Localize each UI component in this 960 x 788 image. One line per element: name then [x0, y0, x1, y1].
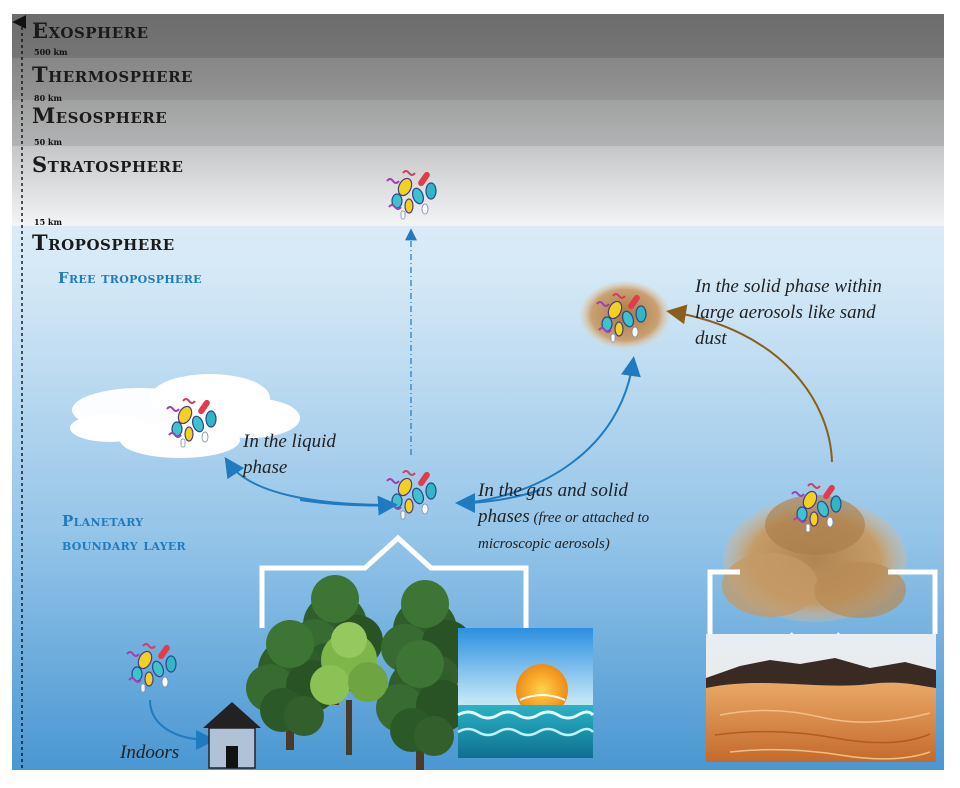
desert-photo [706, 634, 936, 762]
liquid-line2: phase [243, 457, 288, 478]
gas-line2-note: (free or attached to [529, 510, 650, 526]
desert-callout [707, 569, 938, 634]
altitude-15-label: 15 km [34, 217, 62, 227]
dust-uplift-arrow [666, 304, 833, 463]
vegetation-callout [259, 534, 529, 628]
thermosphere-label: Thermosphere [32, 62, 193, 87]
light-tree [310, 622, 388, 755]
thermosphere-band [12, 58, 944, 100]
gas-to-solid-arrow [464, 356, 641, 504]
house [203, 702, 261, 769]
gas-to-solid-arrow-back [455, 489, 541, 513]
gas-solid-phase-label: In the gas and solid phases (free or att… [478, 478, 649, 557]
solid-line1: In the solid phase within [695, 276, 882, 297]
solid-line3: dust [695, 328, 727, 349]
free-troposphere-label: Free troposphere [58, 269, 202, 287]
gas-line3: microscopic aerosols) [478, 536, 610, 552]
gas-line1: In the gas and solid [478, 480, 628, 501]
solid-phase-label: In the solid phase within large aerosols… [695, 274, 882, 352]
altitude-500-label: 500 km [34, 47, 68, 57]
mesosphere-band [12, 100, 944, 146]
planetary-boundary-layer-label: Planetary boundary layer [62, 509, 186, 557]
troposphere-label: Troposphere [32, 230, 175, 255]
exosphere-band [12, 14, 944, 58]
indoors-arrow [149, 699, 216, 750]
gas-line2: phases (free or attached to [478, 504, 649, 531]
liquid-exchange-arrow-back [299, 495, 398, 516]
altitude-80-label: 80 km [34, 93, 62, 103]
gas-line2-main: phases [478, 506, 530, 527]
indoors-label: Indoors [120, 742, 180, 763]
pbl-line1: Planetary [62, 512, 144, 530]
altitude-50-label: 50 km [34, 137, 62, 147]
stratosphere-label: Stratosphere [32, 152, 184, 177]
mesosphere-label: Mesosphere [32, 103, 168, 128]
solid-line2: large aerosols like sand [695, 302, 876, 323]
liquid-line1: In the liquid [243, 431, 336, 452]
cloud [70, 374, 300, 458]
liquid-phase-label: In the liquid phase [243, 429, 336, 481]
exosphere-label: Exosphere [32, 18, 149, 43]
ocean-photo [457, 628, 595, 758]
pbl-line2: boundary layer [62, 536, 186, 554]
